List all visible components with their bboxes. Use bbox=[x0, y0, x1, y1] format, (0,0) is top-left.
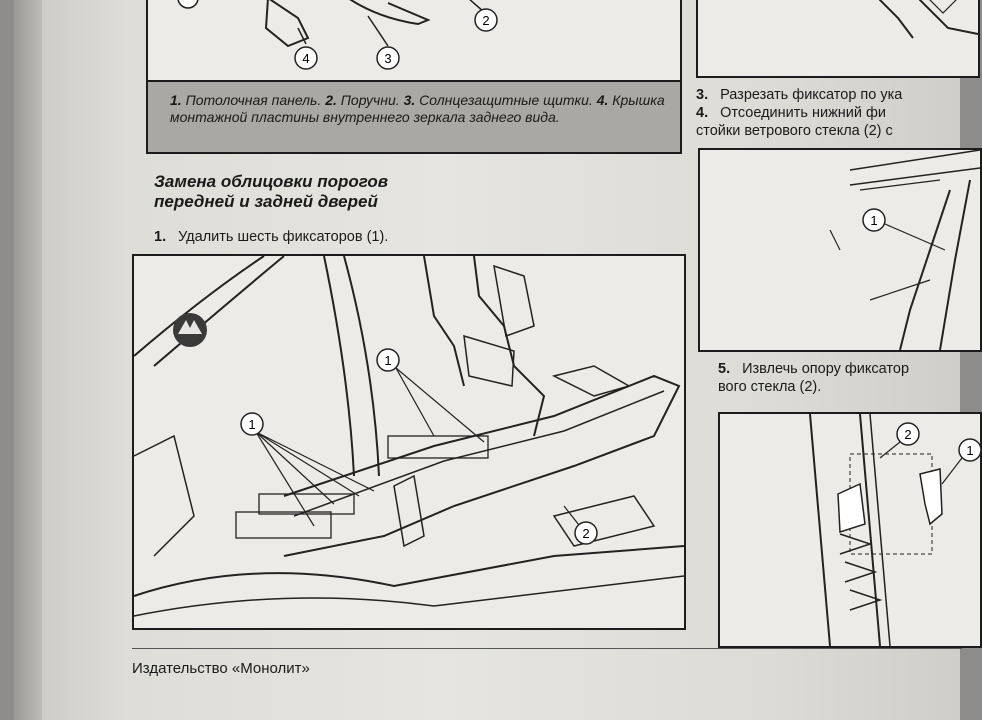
figure-caption: 1. Потолочная панель. 2. Поручни. 3. Сол… bbox=[146, 80, 682, 154]
callout-right-bottom-2: 2 bbox=[904, 427, 911, 442]
step-3-number: 3. bbox=[696, 87, 709, 103]
figure-right-bottom: 2 1 bbox=[718, 412, 982, 648]
caption-text-4: Крышка монтажной пластины внутреннего зе… bbox=[170, 92, 665, 125]
footer-divider bbox=[132, 648, 962, 649]
step-5: 5. Извлечь опору фиксатор bbox=[718, 360, 978, 378]
step-4-text: Отсоединить нижний фи bbox=[720, 105, 887, 121]
manual-page: 4 3 2 1. Потолочная панель. 2. Поручни. … bbox=[14, 0, 982, 720]
callout-main-1a: 1 bbox=[384, 353, 391, 368]
step-5-continued: вого стекла (2). bbox=[718, 378, 978, 396]
step-4-number: 4. bbox=[696, 105, 709, 121]
book-spine bbox=[14, 0, 42, 720]
step-4: 4. Отсоединить нижний фи bbox=[696, 104, 966, 122]
figure-right-middle: 1 bbox=[698, 148, 982, 352]
callout-main-2: 2 bbox=[582, 526, 589, 541]
step-5-number: 5. bbox=[718, 361, 731, 377]
caption-num-1: 1. bbox=[170, 92, 182, 108]
step-1: 1. Удалить шесть фиксаторов (1). bbox=[154, 228, 388, 246]
caption-text-1: Потолочная панель. bbox=[185, 92, 322, 108]
caption-num-4: 4. bbox=[596, 92, 609, 108]
caption-text-3: Солнцезащитные щитки. bbox=[419, 92, 593, 108]
callout-2: 2 bbox=[482, 13, 489, 28]
callout-main-1b: 1 bbox=[248, 417, 255, 432]
callout-3: 3 bbox=[384, 51, 391, 66]
caption-num-2: 2. bbox=[325, 92, 337, 108]
publisher-footer: Издательство «Монолит» bbox=[132, 660, 310, 677]
step-3-text: Разрезать фиксатор по ука bbox=[720, 87, 903, 103]
callout-4: 4 bbox=[302, 51, 309, 66]
step-5-text-2: вого стекла (2). bbox=[718, 379, 822, 395]
step-5-text: Извлечь опору фиксатор bbox=[742, 361, 910, 377]
step-4-continued: стойки ветрового стекла (2) с bbox=[696, 122, 966, 140]
callout-right-1: 1 bbox=[870, 213, 877, 228]
step-3: 3. Разрезать фиксатор по ука bbox=[696, 86, 966, 104]
callout-right-bottom-1: 1 bbox=[966, 443, 973, 458]
figure-right-top bbox=[696, 0, 980, 78]
heading-line-2: передней и задней дверей bbox=[154, 192, 378, 211]
figure-top-left: 4 3 2 bbox=[146, 0, 682, 84]
caption-num-3: 3. bbox=[403, 92, 416, 108]
step-1-text: Удалить шесть фиксаторов (1). bbox=[178, 229, 389, 245]
figure-main: 1 1 2 bbox=[132, 254, 686, 630]
step-1-number: 1. bbox=[154, 229, 167, 245]
caption-text-2: Поручни. bbox=[340, 92, 400, 108]
section-heading: Замена облицовки порогов передней и задн… bbox=[154, 172, 514, 212]
step-4-text-2: стойки ветрового стекла (2) с bbox=[696, 123, 893, 139]
heading-line-1: Замена облицовки порогов bbox=[154, 172, 389, 191]
